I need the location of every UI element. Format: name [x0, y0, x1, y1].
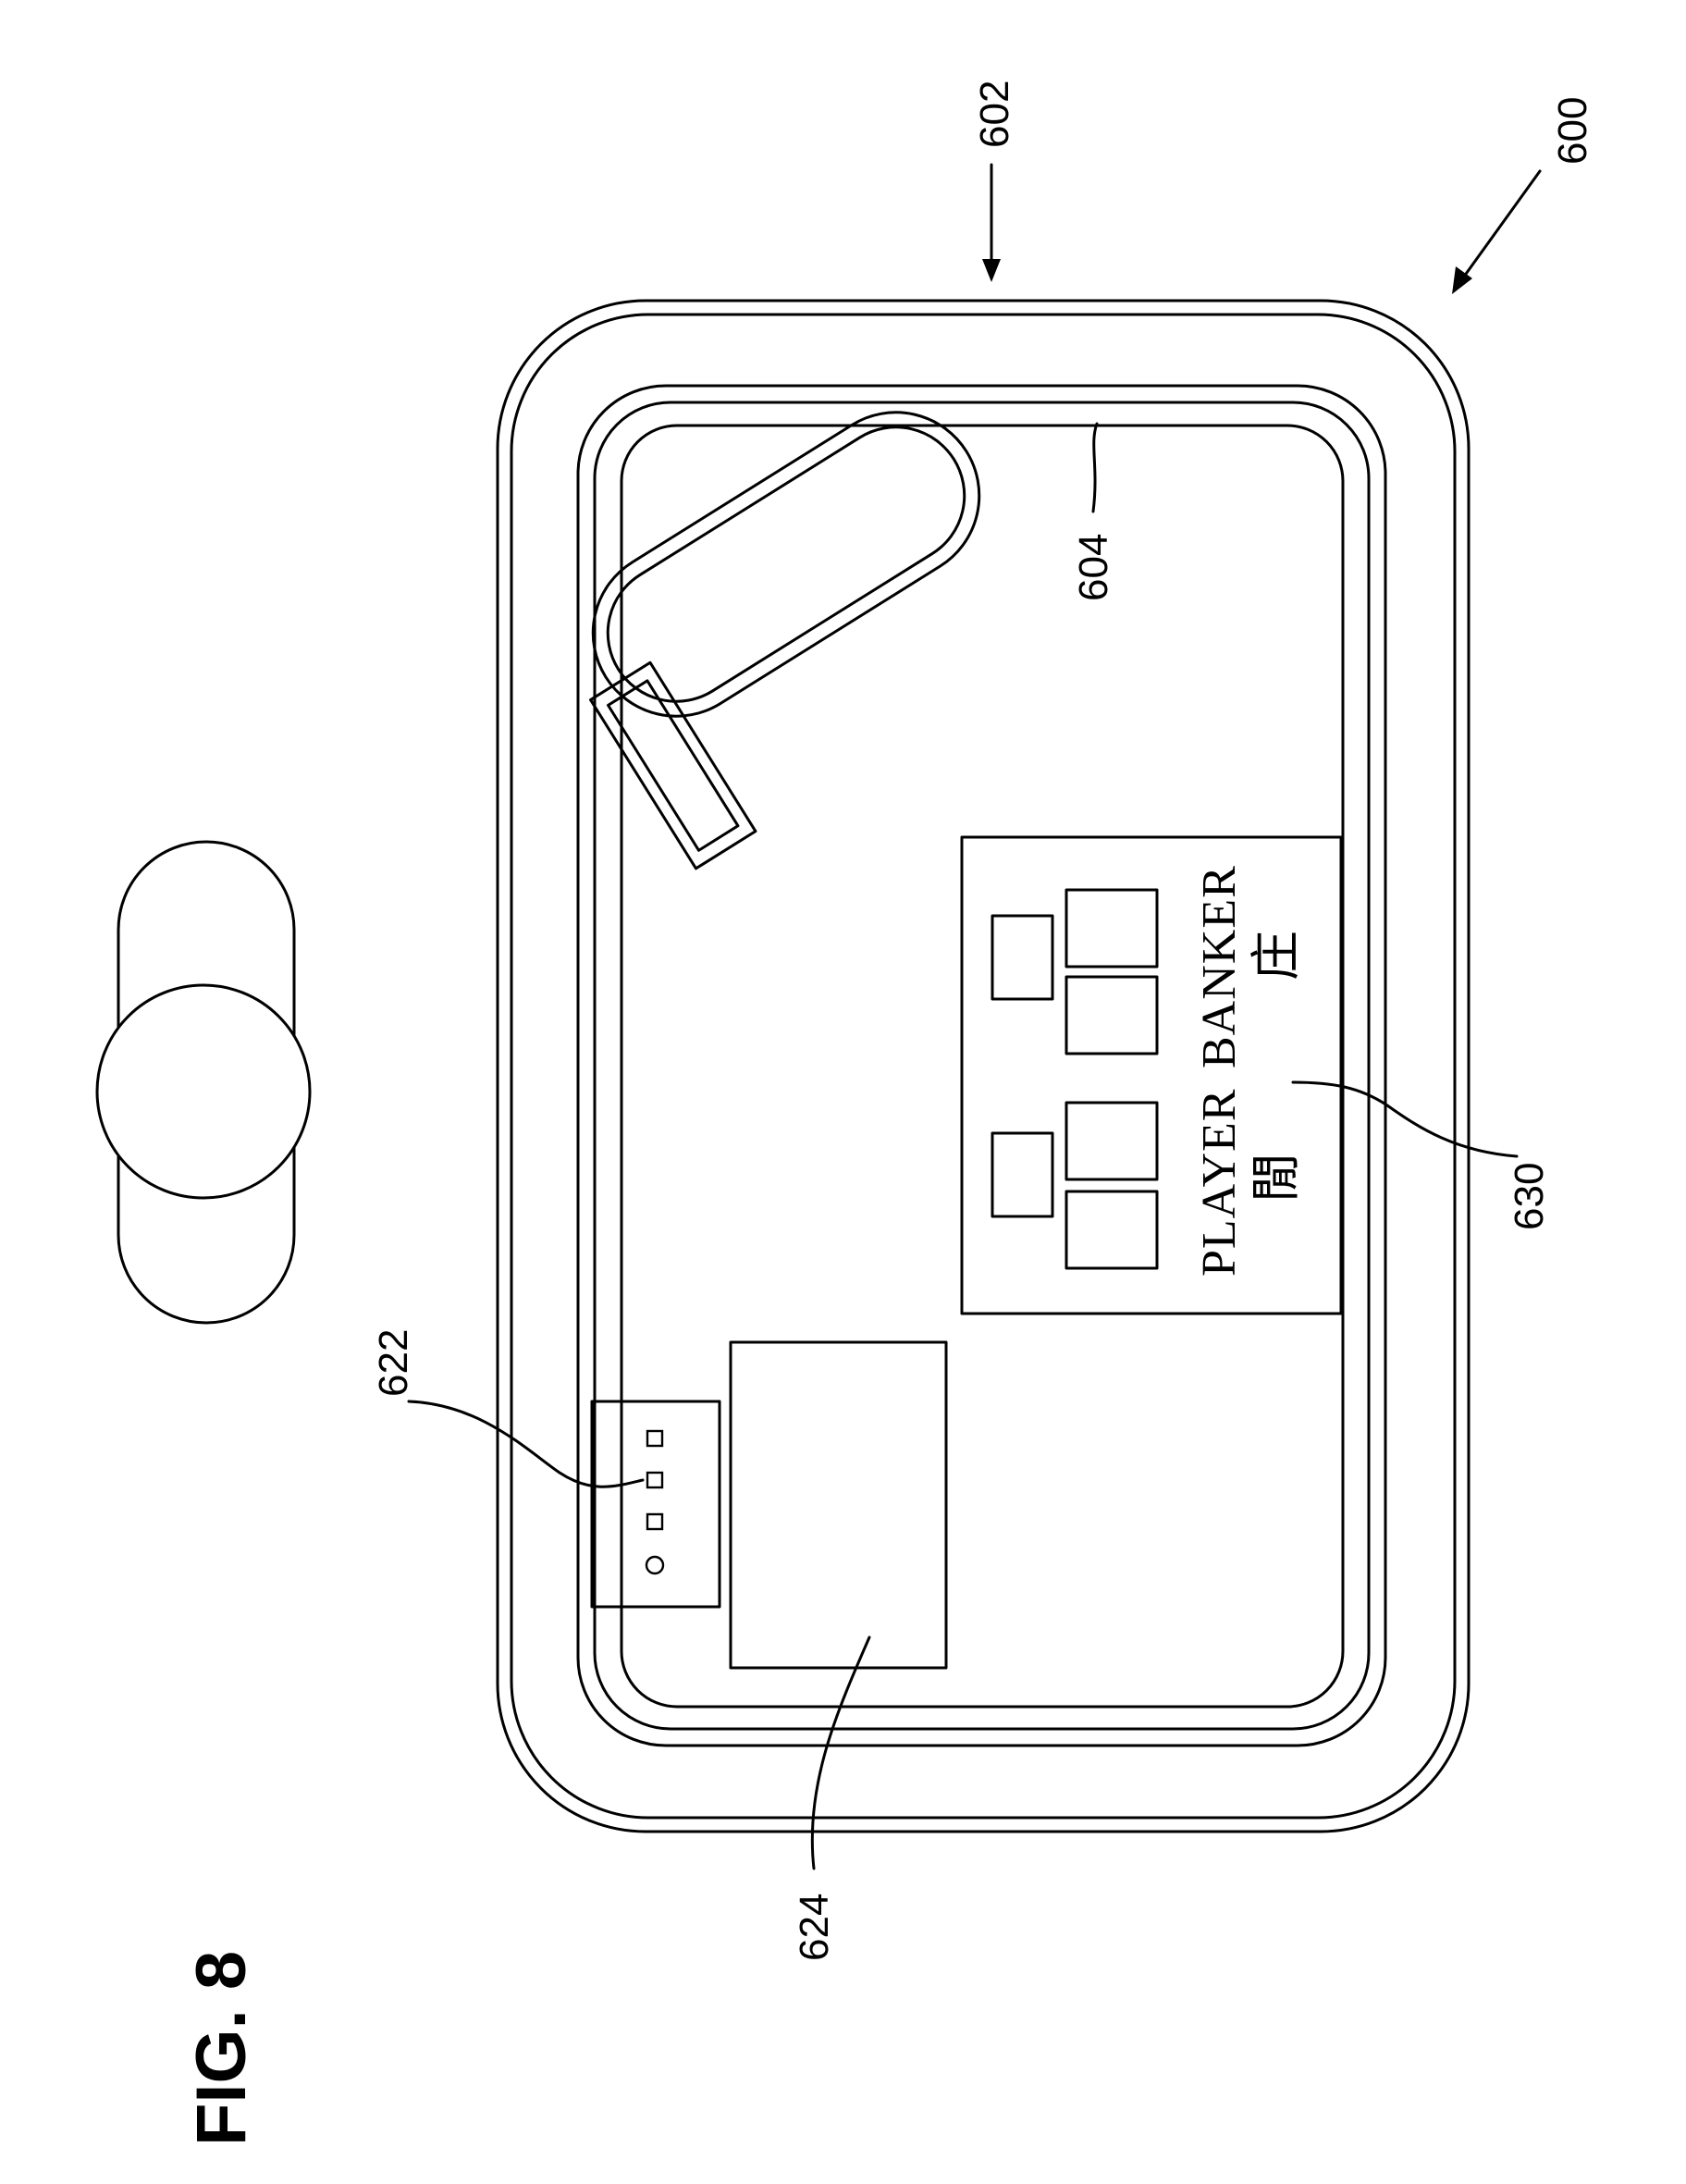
- button-panel-622: [592, 1401, 720, 1607]
- table-outer-rim: [498, 301, 1469, 1832]
- panel-button-2: [647, 1473, 662, 1487]
- reference-labels: 600 602 604 622 624 630: [371, 80, 1595, 1961]
- player-label: PLAYER: [1193, 1089, 1246, 1277]
- panel-indicator-light: [646, 1557, 663, 1573]
- card-shoe-inner: [582, 401, 990, 727]
- player-card-1: [992, 1133, 1052, 1216]
- ref-622: 622: [371, 1329, 416, 1397]
- banker-card-3: [1066, 977, 1157, 1054]
- table-outer-rim-inner-line: [511, 315, 1455, 1818]
- table-inner-rail: [578, 386, 1385, 1746]
- leader-604: [1093, 424, 1097, 512]
- ref-600: 600: [1550, 97, 1595, 165]
- seat-cushion: [97, 985, 310, 1198]
- card-holder: [591, 662, 756, 869]
- table-inner-rail-second: [595, 402, 1369, 1729]
- ref-624: 624: [792, 1894, 837, 1961]
- banker-cjk-label: 庄: [1247, 931, 1305, 981]
- ref-630: 630: [1507, 1163, 1552, 1230]
- screen-624: [731, 1342, 946, 1668]
- arrow-600-line: [1457, 171, 1540, 287]
- panel-button-3: [647, 1514, 662, 1529]
- player-card-2: [1066, 1103, 1157, 1179]
- ref-604: 604: [1071, 534, 1116, 601]
- banker-card-2: [1066, 890, 1157, 967]
- player-card-3: [1066, 1191, 1157, 1268]
- card-holder-outer: [591, 662, 756, 869]
- arrow-602-head: [982, 259, 1001, 282]
- figure-caption: FIG. 8: [182, 1951, 261, 2146]
- button-panel-frame: [592, 1401, 720, 1607]
- panel-button-1: [647, 1431, 662, 1446]
- banker-label: BANKER: [1193, 865, 1246, 1068]
- player-seat: [97, 842, 310, 1323]
- display-panel-frame: [962, 837, 1341, 1314]
- player-cjk-label: 閒: [1247, 1153, 1305, 1203]
- leader-622: [409, 1401, 643, 1487]
- leader-630: [1293, 1082, 1517, 1156]
- banker-card-1: [992, 916, 1052, 999]
- gaming-table: [498, 301, 1469, 1832]
- ref-602: 602: [972, 80, 1017, 148]
- leader-624: [812, 1637, 869, 1869]
- display-panel-630: PLAYER 閒 BANKER 庄: [962, 837, 1341, 1314]
